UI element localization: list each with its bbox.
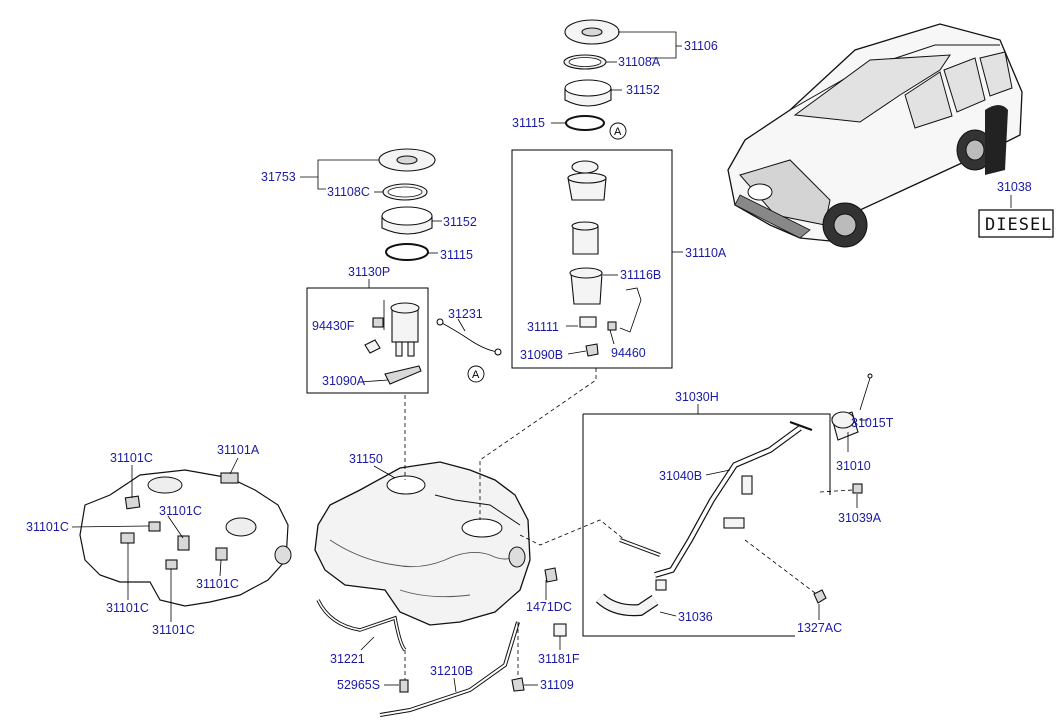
pump-module-31110A bbox=[567, 160, 642, 357]
label-31101C-2: 31101C bbox=[26, 520, 69, 534]
fuel-cap-31010 bbox=[831, 373, 873, 441]
label-31110A: 31110A bbox=[685, 246, 727, 260]
label-31101C-3: 31101C bbox=[159, 504, 202, 518]
label-31030H: 31030H bbox=[675, 390, 719, 404]
label-31101C-5: 31101C bbox=[106, 601, 149, 615]
label-31015T: 31015T bbox=[851, 416, 894, 430]
label-31111: 31111 bbox=[527, 320, 559, 334]
label-31101C-6: 31101C bbox=[152, 623, 195, 637]
label-31101C-4: 31101C bbox=[196, 577, 239, 591]
box-31030H-side bbox=[582, 414, 795, 637]
label-31115-top: 31115 bbox=[512, 116, 545, 130]
label-31231: 31231 bbox=[448, 307, 483, 321]
bolt-52965S bbox=[399, 679, 409, 693]
label-94460: 94460 bbox=[611, 346, 646, 360]
label-31108C: 31108C bbox=[327, 185, 370, 199]
filler-neck-31040B bbox=[619, 421, 813, 591]
diesel-badge bbox=[978, 209, 1054, 238]
diesel-badge-text: DIESEL bbox=[985, 215, 1052, 235]
fuel-tank-outline-31101A bbox=[79, 469, 292, 607]
label-31039A: 31039A bbox=[838, 511, 882, 525]
label-1327AC: 1327AC bbox=[797, 621, 842, 635]
label-31130P: 31130P bbox=[348, 265, 390, 279]
label-31101C-1: 31101C bbox=[110, 451, 153, 465]
label-31106: 31106 bbox=[684, 39, 718, 53]
label-31210B: 31210B bbox=[430, 664, 473, 678]
label-31753: 31753 bbox=[261, 170, 296, 184]
box-31130P bbox=[306, 287, 429, 394]
label-31038: 31038 bbox=[997, 180, 1032, 194]
clip-1327AC bbox=[813, 589, 827, 604]
box-31110A bbox=[511, 149, 673, 369]
connector-a-circle-bottom bbox=[467, 365, 485, 383]
vehicle-illustration bbox=[727, 23, 1023, 248]
label-31152-left: 31152 bbox=[443, 215, 477, 229]
label-31040B: 31040B bbox=[659, 469, 702, 483]
bolt-31039A bbox=[852, 483, 863, 494]
label-31108A: 31108A bbox=[618, 55, 661, 69]
fuel-tank-31150 bbox=[314, 461, 531, 626]
nut-31109 bbox=[511, 677, 525, 692]
cap-assembly-31753 bbox=[378, 148, 436, 261]
sender-unit-31130P bbox=[364, 300, 422, 385]
label-31221: 31221 bbox=[330, 652, 365, 666]
label-31115-left: 31115 bbox=[440, 248, 473, 262]
label-31109: 31109 bbox=[540, 678, 574, 692]
connector-a-top: A bbox=[614, 126, 622, 138]
label-1471DC: 1471DC bbox=[526, 600, 572, 614]
connector-a-bottom: A bbox=[472, 369, 480, 381]
connector-a-circle-top bbox=[609, 122, 627, 140]
label-31116B: 31116B bbox=[620, 268, 661, 282]
label-31150: 31150 bbox=[349, 452, 383, 466]
label-31152-top: 31152 bbox=[626, 83, 660, 97]
label-31010: 31010 bbox=[836, 459, 871, 473]
label-52965S: 52965S bbox=[337, 678, 380, 692]
label-94430F: 94430F bbox=[312, 319, 355, 333]
label-31090B: 31090B bbox=[520, 348, 563, 362]
label-31101A: 31101A bbox=[217, 443, 260, 457]
label-31090A: 31090A bbox=[322, 374, 366, 388]
cap-assembly-31106 bbox=[563, 19, 620, 131]
bushing-31181F bbox=[553, 623, 567, 637]
clip-1471DC bbox=[544, 567, 558, 583]
label-31181F: 31181F bbox=[538, 652, 580, 666]
box-31030H-top bbox=[583, 413, 831, 495]
label-31036: 31036 bbox=[678, 610, 713, 624]
